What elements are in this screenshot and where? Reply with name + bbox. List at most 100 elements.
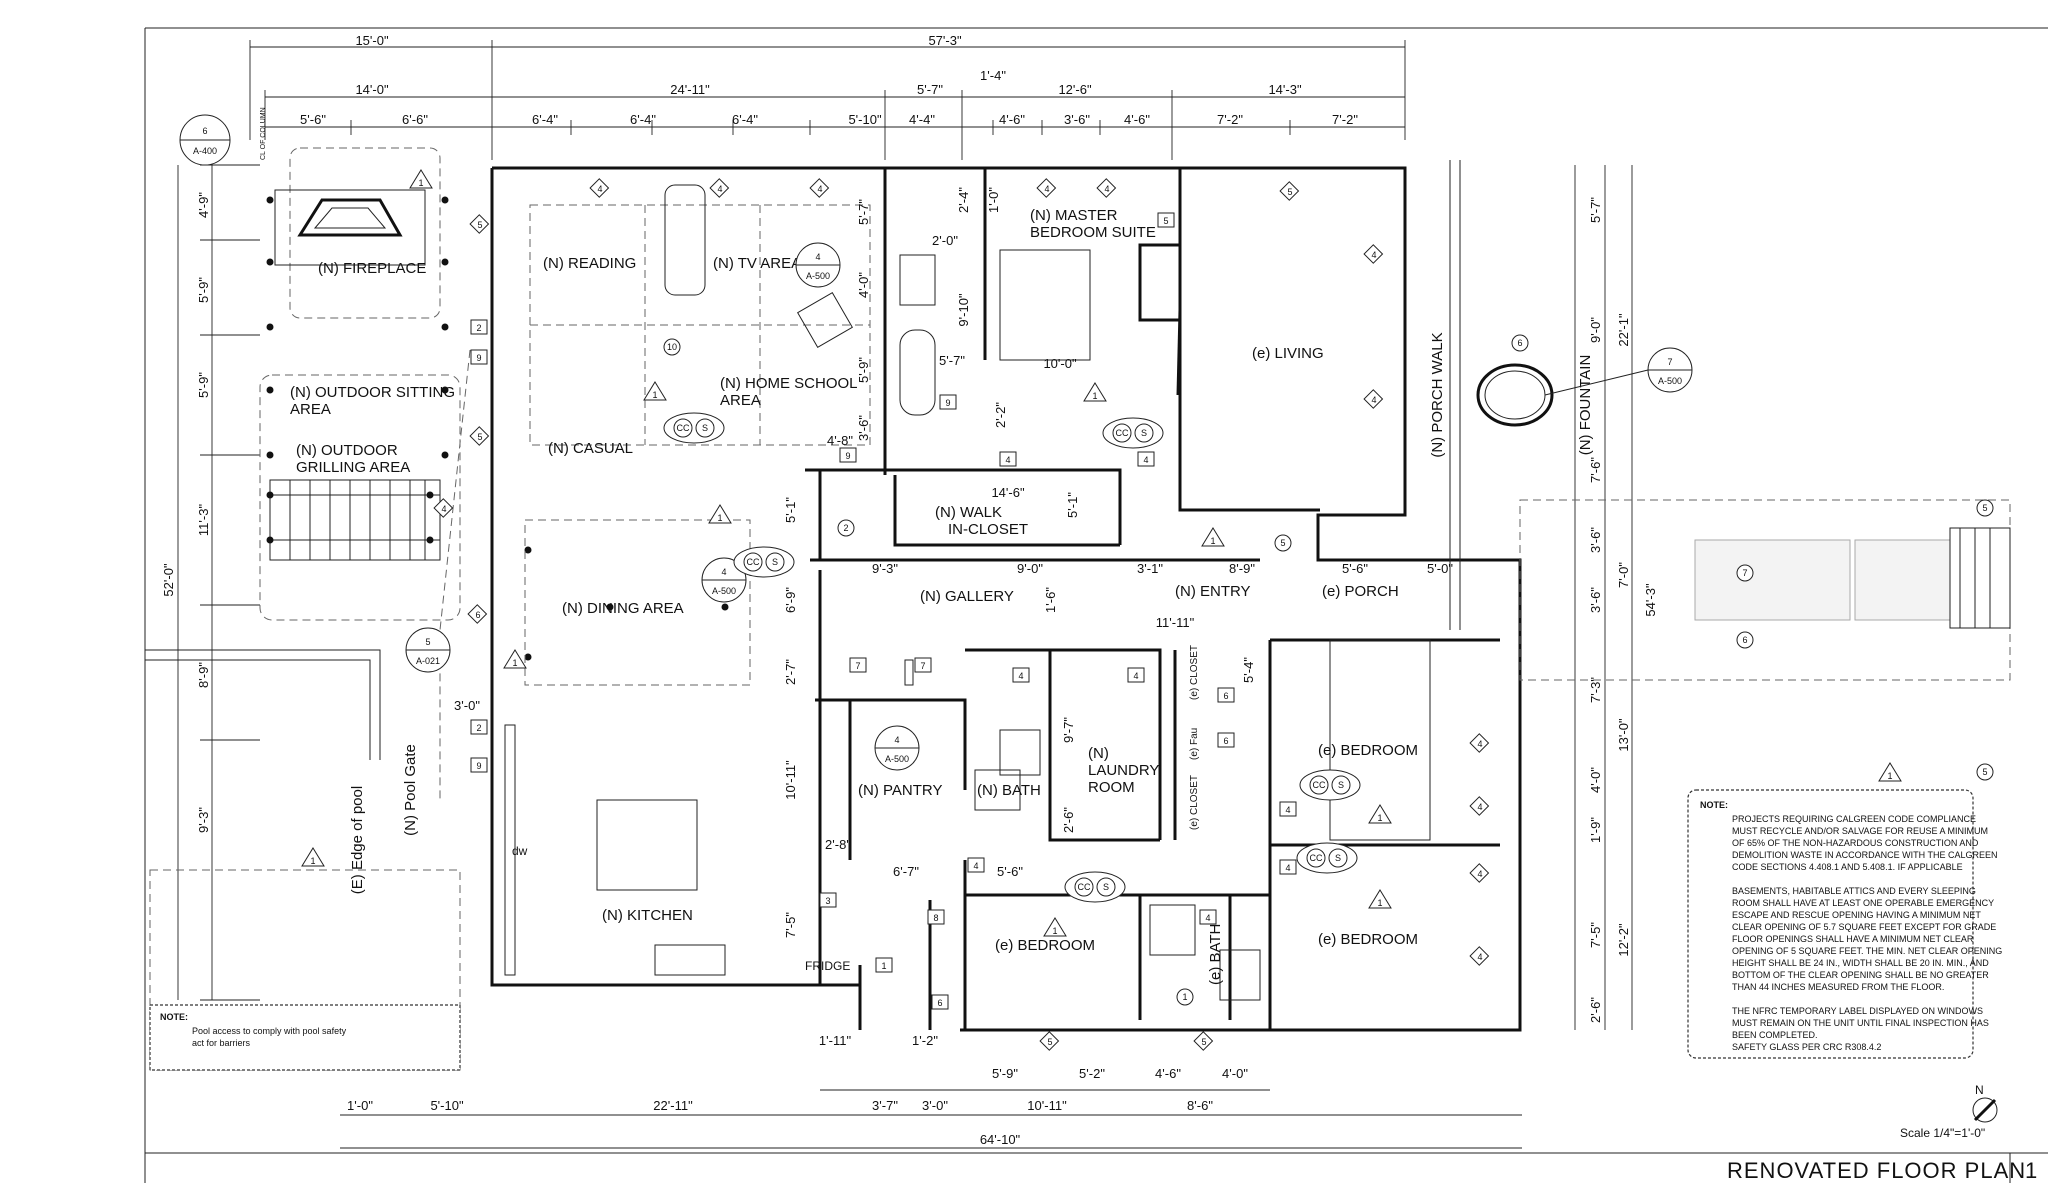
callout-5-a021: 5 A-021 bbox=[405, 627, 451, 673]
label-laundry-1: (N) bbox=[1088, 745, 1109, 762]
dim-int-0: 5'-7" bbox=[856, 199, 871, 225]
revision-triangle: 1 bbox=[1201, 527, 1225, 547]
label-casual: (N) CASUAL bbox=[548, 440, 633, 457]
number-tag: 9 bbox=[839, 447, 857, 463]
dim-top-f: 5'-10" bbox=[848, 112, 882, 127]
dimension-text-top: 15'-0" 57'-3" 14'-0" 24'-11" 5'-7" 1'-4"… bbox=[300, 33, 1358, 127]
svg-text:CC: CC bbox=[677, 423, 690, 433]
sheet-border bbox=[144, 27, 2048, 1183]
fountain-icon bbox=[1476, 363, 1554, 427]
callout-4-a500-tv: 4 A-500 bbox=[795, 242, 841, 288]
svg-text:9: 9 bbox=[845, 451, 850, 461]
dim-int-33: 7'-5" bbox=[783, 912, 798, 938]
revision-triangle: 1 bbox=[409, 169, 433, 189]
label-kitchen: (N) KITCHEN bbox=[602, 907, 693, 924]
svg-text:5: 5 bbox=[1280, 538, 1285, 548]
dim-top-24-11: 24'-11" bbox=[670, 82, 710, 97]
number-tag: 4 bbox=[1279, 801, 1297, 817]
svg-text:4: 4 bbox=[1143, 455, 1148, 465]
label-bedroom-s: (e) BEDROOM bbox=[995, 937, 1095, 954]
svg-text:7: 7 bbox=[920, 661, 925, 671]
porch-pavers bbox=[1449, 160, 2011, 681]
svg-text:A-500: A-500 bbox=[806, 271, 830, 281]
notes-right-line: BASEMENTS, HABITABLE ATTICS AND EVERY SL… bbox=[1732, 886, 1976, 896]
dim-right-12-2: 12'-2" bbox=[1616, 923, 1631, 957]
svg-text:6: 6 bbox=[1223, 736, 1228, 746]
dim-left-52-0: 52'-0" bbox=[161, 563, 176, 597]
dim-int-13: 5'-1" bbox=[1065, 492, 1080, 518]
svg-text:4: 4 bbox=[597, 184, 602, 194]
label-fireplace: (N) FIREPLACE bbox=[318, 260, 426, 277]
svg-text:1: 1 bbox=[1210, 536, 1215, 546]
label-porch-walk: (N) PORCH WALK bbox=[1429, 332, 1446, 457]
dim-left-f: 9'-3" bbox=[196, 807, 211, 833]
notes-right-line: OF 65% OF THE NON-HAZARDOUS CONSTRUCTION… bbox=[1732, 838, 1979, 848]
svg-text:6: 6 bbox=[1223, 691, 1228, 701]
dim-right-e: 7'-0" bbox=[1616, 562, 1631, 588]
label-fau: (e) Fau bbox=[1189, 728, 1200, 760]
notes-right-line: MUST RECYCLE AND/OR SALVAGE FOR REUSE A … bbox=[1732, 826, 1988, 836]
number-tag: 4 bbox=[999, 451, 1017, 467]
diamond-tag: 4 bbox=[1469, 733, 1490, 753]
number-tag: 8 bbox=[927, 909, 945, 925]
notes-right-line: MUST REMAIN ON THE UNIT UNTIL FINAL INSP… bbox=[1732, 1018, 1989, 1028]
dim-top-14-3: 14'-3" bbox=[1268, 82, 1302, 97]
dim-int-24: 2'-7" bbox=[783, 659, 798, 685]
dim-bot-total: 64'-10" bbox=[980, 1132, 1021, 1147]
dim-top-g: 4'-4" bbox=[909, 112, 935, 127]
svg-text:4: 4 bbox=[973, 861, 978, 871]
svg-text:5: 5 bbox=[1982, 767, 1987, 777]
label-closet-a: (e) CLOSET bbox=[1189, 645, 1200, 700]
diamond-tag: 4 bbox=[433, 498, 454, 518]
svg-text:4: 4 bbox=[1044, 184, 1049, 194]
dim-top-5-7: 5'-7" bbox=[917, 82, 943, 97]
dim-right-f: 3'-6" bbox=[1588, 587, 1603, 613]
dim-int-5: 1'-0" bbox=[986, 187, 1001, 213]
diamond-tag: 4 bbox=[1363, 389, 1384, 409]
dim-int-28: 6'-7" bbox=[893, 864, 919, 879]
diamond-tag: 4 bbox=[809, 178, 830, 198]
dimension-lines-right bbox=[1574, 165, 1633, 1030]
notes-right-line: SAFETY GLASS PER CRC R308.4.2 bbox=[1732, 1042, 1881, 1052]
svg-text:CC: CC bbox=[1313, 780, 1326, 790]
svg-text:5: 5 bbox=[1201, 1037, 1206, 1047]
label-laundry-3: ROOM bbox=[1088, 779, 1135, 796]
svg-text:4: 4 bbox=[817, 184, 822, 194]
revision-triangle: 1 bbox=[1043, 917, 1067, 937]
dim-top-14-0: 14'-0" bbox=[355, 82, 389, 97]
dimension-lines-bottom bbox=[340, 1089, 1522, 1149]
revision-triangle: 1 bbox=[708, 504, 732, 524]
dim-top-1-4: 1'-4" bbox=[980, 68, 1006, 83]
circle-tag: 5 bbox=[1976, 499, 1994, 517]
svg-text:1: 1 bbox=[1377, 813, 1382, 823]
dim-left-d: 11'-3" bbox=[196, 504, 211, 537]
dim-int-29: 5'-6" bbox=[997, 864, 1023, 879]
svg-text:1: 1 bbox=[1887, 771, 1892, 781]
dim-top-57-3: 57'-3" bbox=[928, 33, 962, 48]
svg-text:CC: CC bbox=[747, 557, 760, 567]
dim-int-10: 2'-2" bbox=[993, 402, 1008, 428]
svg-text:1: 1 bbox=[881, 961, 886, 971]
dim-int-18: 8'-9" bbox=[1229, 561, 1255, 576]
label-dining: (N) DINING AREA bbox=[562, 600, 684, 617]
label-bath-n: (N) BATH bbox=[977, 782, 1041, 799]
number-tag: 5 bbox=[1157, 212, 1175, 228]
diamond-tag: 4 bbox=[1469, 946, 1490, 966]
dim-top-l: 7'-2" bbox=[1332, 112, 1358, 127]
diamond-tag: 4 bbox=[1363, 244, 1384, 264]
dim-int-15: 9'-3" bbox=[872, 561, 898, 576]
dim-top-b: 6'-6" bbox=[402, 112, 428, 127]
number-tag: 7 bbox=[849, 657, 867, 673]
dim-bot-c: 22'-11" bbox=[653, 1098, 693, 1113]
revision-triangle: 1 bbox=[301, 847, 325, 867]
svg-text:4: 4 bbox=[1018, 671, 1023, 681]
label-laundry-2: LAUNDRY bbox=[1088, 762, 1159, 779]
number-tag: 1 bbox=[875, 957, 893, 973]
dim-left-e: 8'-9" bbox=[196, 662, 211, 688]
dim-bot-k: 5'-2" bbox=[1079, 1066, 1105, 1081]
svg-text:4: 4 bbox=[1477, 952, 1482, 962]
